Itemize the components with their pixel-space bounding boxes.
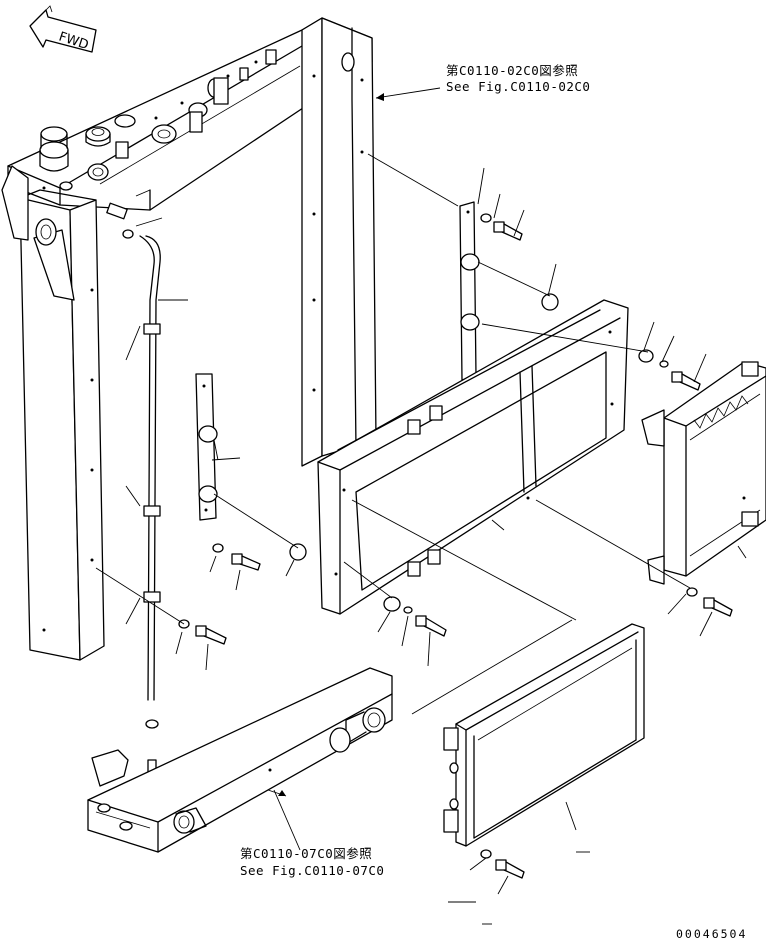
bolt-icon — [231, 553, 261, 571]
bolt-icon — [415, 615, 447, 637]
leader-lines — [95, 87, 747, 925]
reference-note-top-jp: 第C0110-02C0図参照 — [446, 63, 578, 78]
mounting-boss-icon — [35, 218, 57, 246]
reference-note-bottom: 第C0110-07C0図参照 See Fig.C0110-07C0 — [240, 846, 384, 878]
reference-note-top-en: See Fig.C0110-02C0 — [446, 79, 590, 94]
fwd-arrow-icon: FWD — [29, 5, 97, 53]
bottom-tank — [87, 667, 393, 853]
filler-cap-icon — [39, 126, 69, 172]
inlet-pipe-icon — [329, 707, 386, 753]
bolt-washer-set-right — [383, 349, 733, 637]
reference-note-top: 第C0110-02C0図参照 See Fig.C0110-02C0 — [446, 63, 590, 94]
left-strip-bracket — [195, 373, 218, 521]
shroud-frame — [317, 299, 629, 615]
radiator-frame — [1, 17, 377, 661]
side-cooler — [641, 361, 766, 585]
bolt-icon — [493, 221, 523, 241]
pressure-valve-icon — [85, 126, 111, 147]
bolt-washer-set-left — [178, 543, 307, 645]
bolt-icon — [195, 625, 227, 645]
bolt-icon — [671, 371, 701, 391]
bolt-icon — [703, 597, 733, 617]
reference-note-bottom-en: See Fig.C0110-07C0 — [240, 863, 384, 878]
drawing-code: 00046504 — [676, 927, 747, 941]
outlet-pipe-icon — [87, 163, 109, 181]
radiator-core — [443, 623, 645, 879]
reference-note-bottom-jp: 第C0110-07C0図参照 — [240, 846, 372, 861]
bolt-icon — [495, 859, 525, 879]
outlet-pipe-icon — [173, 807, 207, 834]
